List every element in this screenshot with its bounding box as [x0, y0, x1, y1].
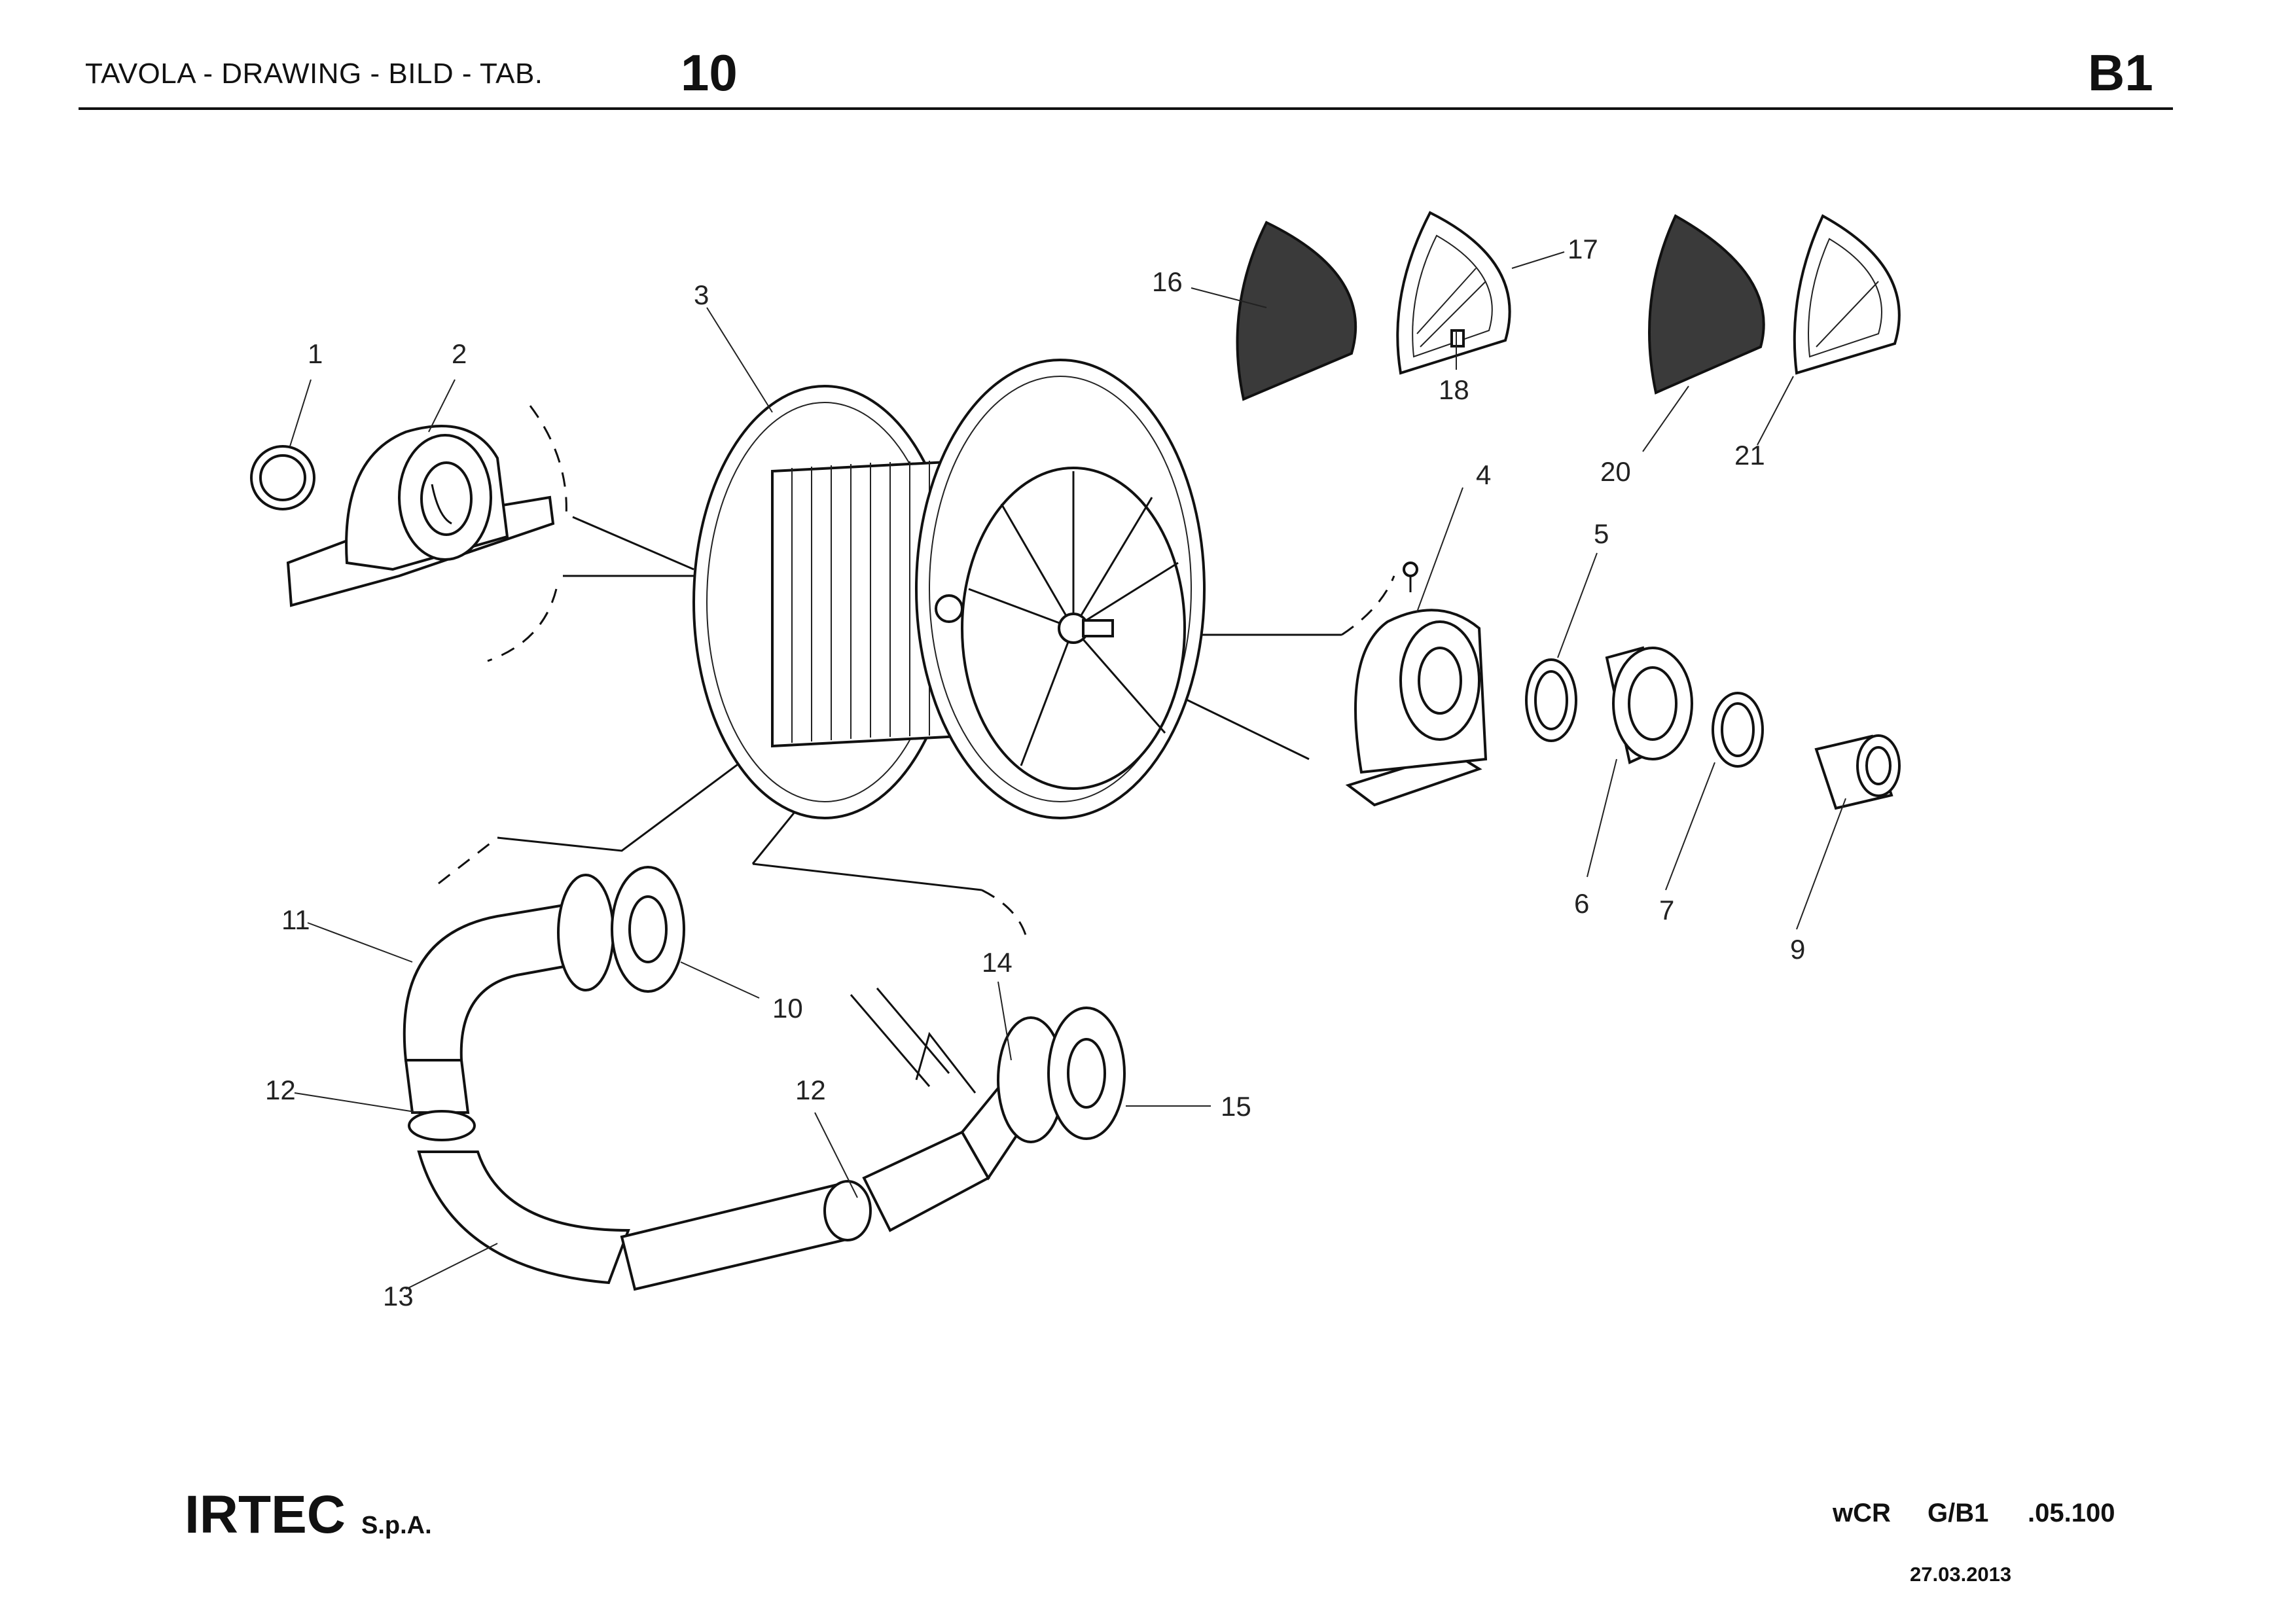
callout-9: 9 [1790, 934, 1805, 965]
callout-17: 17 [1568, 234, 1598, 264]
callout-13: 13 [383, 1281, 414, 1311]
callout-leaders [289, 251, 1846, 1290]
part-reel-cover-17 [1396, 211, 1511, 375]
drawing-code-prefix: wCR [1833, 1499, 1891, 1527]
part-snap-ring [250, 445, 315, 510]
part-pillow-block-right [1345, 562, 1488, 807]
header-rule [79, 107, 2173, 110]
part-pillow-block-left [286, 425, 555, 607]
part-hose-reel-drum [692, 359, 1206, 819]
sheet-code: B1 [2088, 44, 2153, 101]
callout-3: 3 [694, 279, 709, 310]
drawing-code-group: G/B1 [1928, 1499, 1989, 1527]
drawing-code-number: .05.100 [2028, 1499, 2115, 1527]
part-small-plate [1450, 329, 1465, 348]
part-reel-cover-20 [1648, 214, 1765, 395]
callout-7: 7 [1659, 895, 1674, 925]
company-suffix: S.p.A. [361, 1512, 432, 1539]
callout-15: 15 [1221, 1091, 1251, 1122]
company-name: IRTEC [185, 1485, 346, 1544]
callout-10: 10 [772, 993, 803, 1024]
callout-11: 11 [281, 904, 310, 935]
callout-5: 5 [1594, 518, 1609, 549]
drawing-label: TAVOLA - DRAWING - BILD - TAB. [85, 58, 543, 90]
part-reel-cover-21 [1793, 214, 1901, 375]
part-bearing [1605, 646, 1693, 764]
part-bearing-ring [1525, 658, 1577, 742]
callout-12-right: 12 [795, 1075, 826, 1105]
part-inlet-elbow [403, 866, 685, 1114]
callout-12-left: 12 [265, 1075, 296, 1105]
callout-4: 4 [1476, 459, 1491, 490]
drawing-number: 10 [681, 44, 738, 101]
callout-6: 6 [1574, 888, 1589, 919]
callout-labels: 1 2 3 4 5 6 7 9 10 11 12 12 13 14 15 16 … [265, 234, 1805, 1311]
part-bushing [1814, 734, 1901, 810]
callout-1: 1 [308, 338, 323, 369]
callout-2: 2 [452, 338, 467, 369]
callout-14: 14 [982, 947, 1013, 978]
part-hose [408, 1110, 872, 1291]
part-reel-cover-16 [1236, 221, 1357, 401]
callout-21: 21 [1734, 440, 1765, 471]
part-snap-ring-right [1712, 692, 1764, 768]
callout-16: 16 [1152, 266, 1183, 297]
callout-18: 18 [1439, 374, 1469, 405]
part-outlet-pipe [850, 988, 1126, 1232]
drawing-date: 27.03.2013 [1910, 1563, 2012, 1586]
callout-20: 20 [1600, 456, 1631, 487]
